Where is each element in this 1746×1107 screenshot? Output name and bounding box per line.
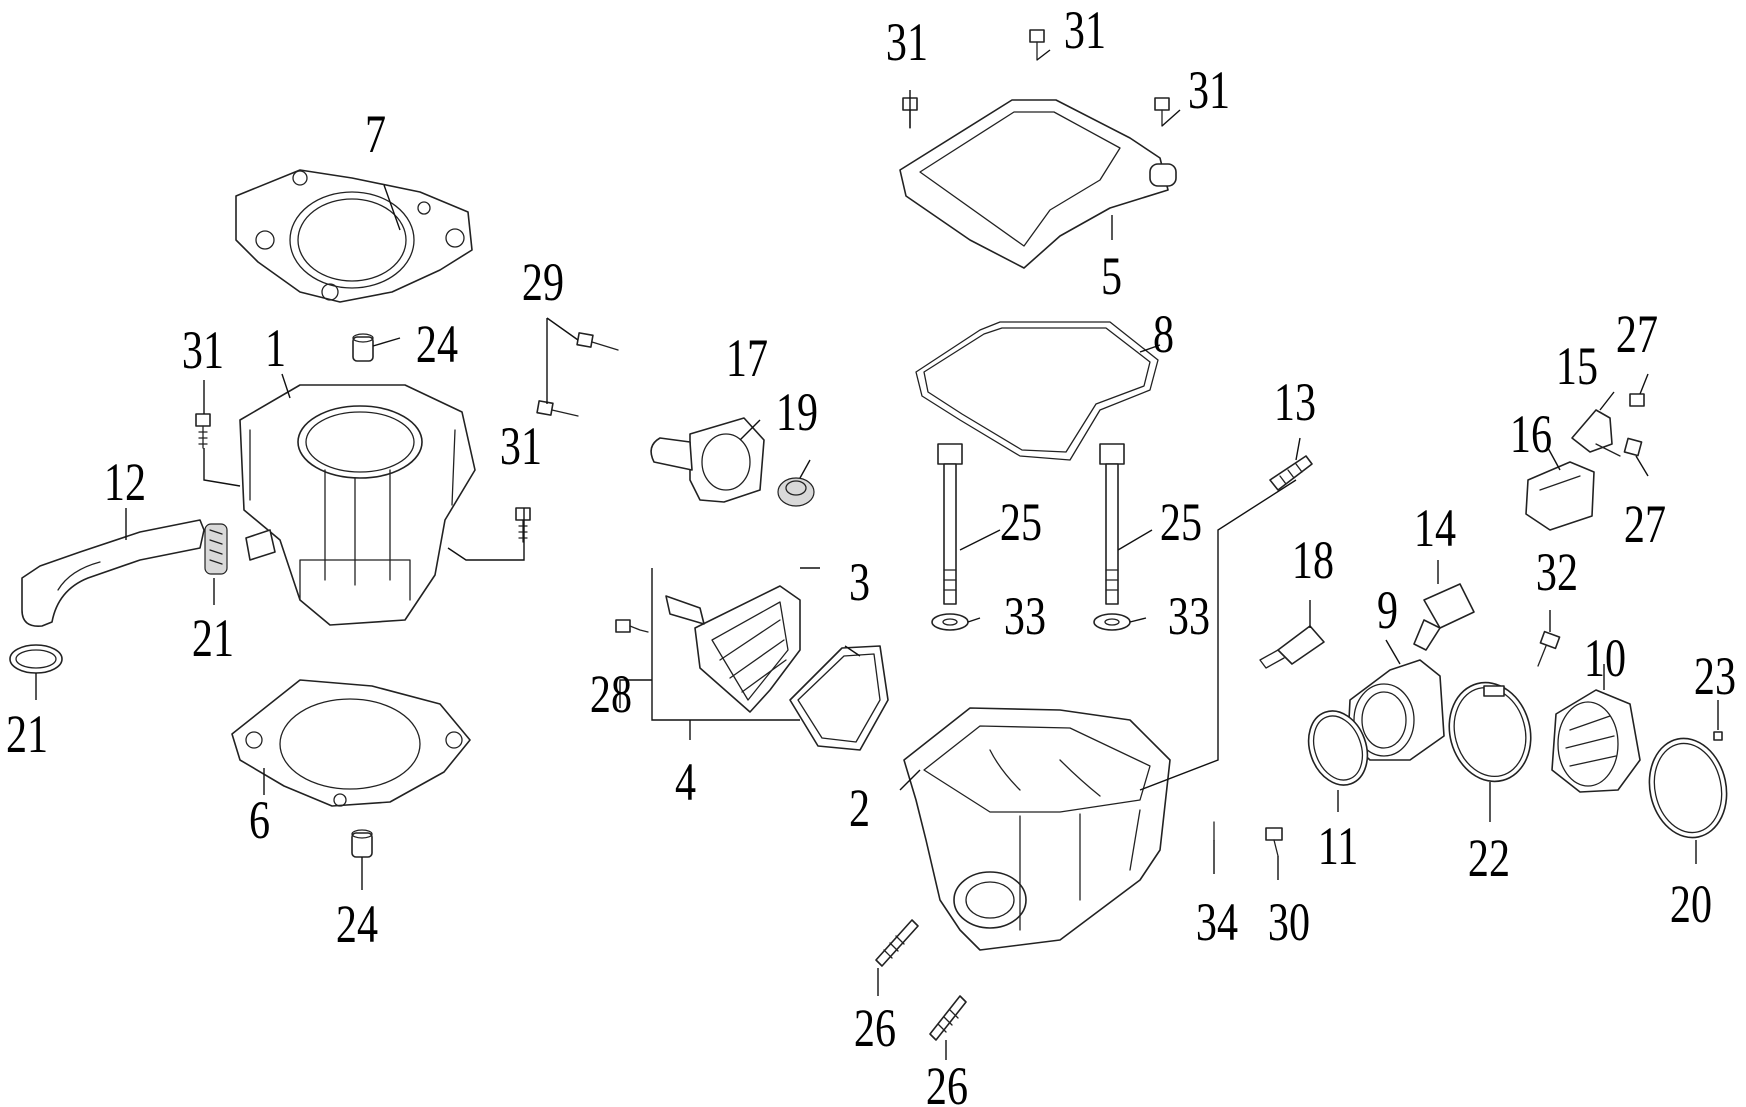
drain-plug: [777, 477, 815, 507]
stud-right: [929, 995, 967, 1041]
callout-33-left: 33: [1004, 587, 1046, 646]
bolt-27-lower: [1623, 437, 1643, 457]
head-gasket-top: [235, 169, 473, 303]
hose-clamp-upper: [204, 523, 228, 575]
callout-17: 17: [726, 329, 768, 388]
callout-34: 34: [1196, 893, 1238, 952]
callout-23: 23: [1694, 647, 1736, 706]
boot-clamp: [1648, 737, 1728, 839]
intake-o-ring: [1307, 710, 1369, 786]
callout-31-top-center: 31: [1064, 1, 1106, 60]
callout-9: 9: [1377, 581, 1398, 640]
water-pump-cover: [615, 567, 820, 721]
callout-6: 6: [249, 791, 270, 850]
callout-14: 14: [1414, 499, 1456, 558]
pump-cover-gasket: [789, 645, 889, 751]
fuel-injector: [1413, 583, 1475, 651]
screw-32: [1537, 630, 1561, 667]
callout-21-upper: 21: [192, 609, 234, 668]
stud-left: [875, 919, 919, 967]
bolt-valve-cover-center: [1029, 29, 1045, 61]
callout-4: 4: [675, 753, 696, 812]
callout-12: 12: [104, 453, 146, 512]
callout-15: 15: [1556, 337, 1598, 396]
intake-boot: [1551, 689, 1641, 793]
callout-31-right: 31: [500, 417, 542, 476]
callout-24-bottom: 24: [336, 895, 378, 954]
callout-3: 3: [849, 553, 870, 612]
callout-18: 18: [1292, 531, 1334, 590]
valve-cover-gasket: [915, 321, 1159, 461]
head-bolt-left: [937, 443, 963, 605]
leader-lines: [35, 49, 1719, 1060]
dowel-pin-bottom: [351, 829, 373, 858]
callout-28: 28: [590, 665, 632, 724]
head-bolt-right: [1099, 443, 1125, 605]
callout-26-lower: 26: [926, 1057, 968, 1107]
cylinder-head: [903, 707, 1171, 951]
dowel-pin-top: [352, 333, 374, 362]
callout-33-right: 33: [1168, 587, 1210, 646]
callout-8: 8: [1153, 305, 1174, 364]
callout-11: 11: [1318, 817, 1359, 876]
callout-20: 20: [1670, 875, 1712, 934]
intake-manifold: [1347, 659, 1445, 761]
callout-25-left: 25: [1000, 493, 1042, 552]
bolt-27-upper: [1629, 393, 1645, 407]
callout-25-right: 25: [1160, 493, 1202, 552]
callout-19: 19: [776, 383, 818, 442]
callout-27-lower: 27: [1624, 495, 1666, 554]
cylinder-block: [239, 384, 476, 626]
bolt-30: [1265, 827, 1283, 857]
callout-1: 1: [265, 319, 286, 378]
callout-24-top: 24: [416, 315, 458, 374]
clamp-screw: [1713, 731, 1723, 741]
callout-26-upper: 26: [854, 999, 896, 1058]
valve-cover: [899, 99, 1177, 269]
callout-5: 5: [1101, 247, 1122, 306]
bracket-16: [1525, 461, 1595, 531]
washer-left: [931, 613, 969, 631]
callout-29: 29: [522, 253, 564, 312]
callout-7: 7: [365, 105, 386, 164]
base-gasket: [231, 679, 471, 807]
callout-31-top-left: 31: [886, 13, 928, 72]
bolt-29-upper: [576, 332, 619, 351]
bolt-cylinder-right: [515, 507, 531, 543]
bolt-29-lower: [536, 400, 579, 417]
callout-22: 22: [1468, 829, 1510, 888]
washer-right: [1093, 613, 1131, 631]
sensor-15: [1571, 409, 1621, 457]
callout-16: 16: [1510, 405, 1552, 464]
thermostat-housing: [650, 417, 765, 503]
callout-30: 30: [1268, 893, 1310, 952]
callout-21-lower: 21: [6, 705, 48, 764]
callout-2: 2: [849, 779, 870, 838]
callout-13: 13: [1274, 373, 1316, 432]
bolt-cylinder-left: [195, 413, 211, 449]
callout-10: 10: [1584, 629, 1626, 688]
callout-32: 32: [1536, 543, 1578, 602]
hose-clamp-lower: [9, 644, 63, 674]
callout-27-upper: 27: [1616, 305, 1658, 364]
bolt-valve-cover-right: [1154, 97, 1170, 127]
coolant-hose: [21, 519, 205, 627]
sensor-18: [1259, 625, 1325, 669]
callout-31-top-right: 31: [1188, 61, 1230, 120]
intake-clamp: [1448, 681, 1532, 783]
callout-31-left: 31: [182, 321, 224, 380]
temperature-sensor: [1269, 455, 1313, 491]
callout-labels: 7 24 1 31 29 31 12 21 21 6 24 17 19 3 28…: [6, 1, 1736, 1107]
